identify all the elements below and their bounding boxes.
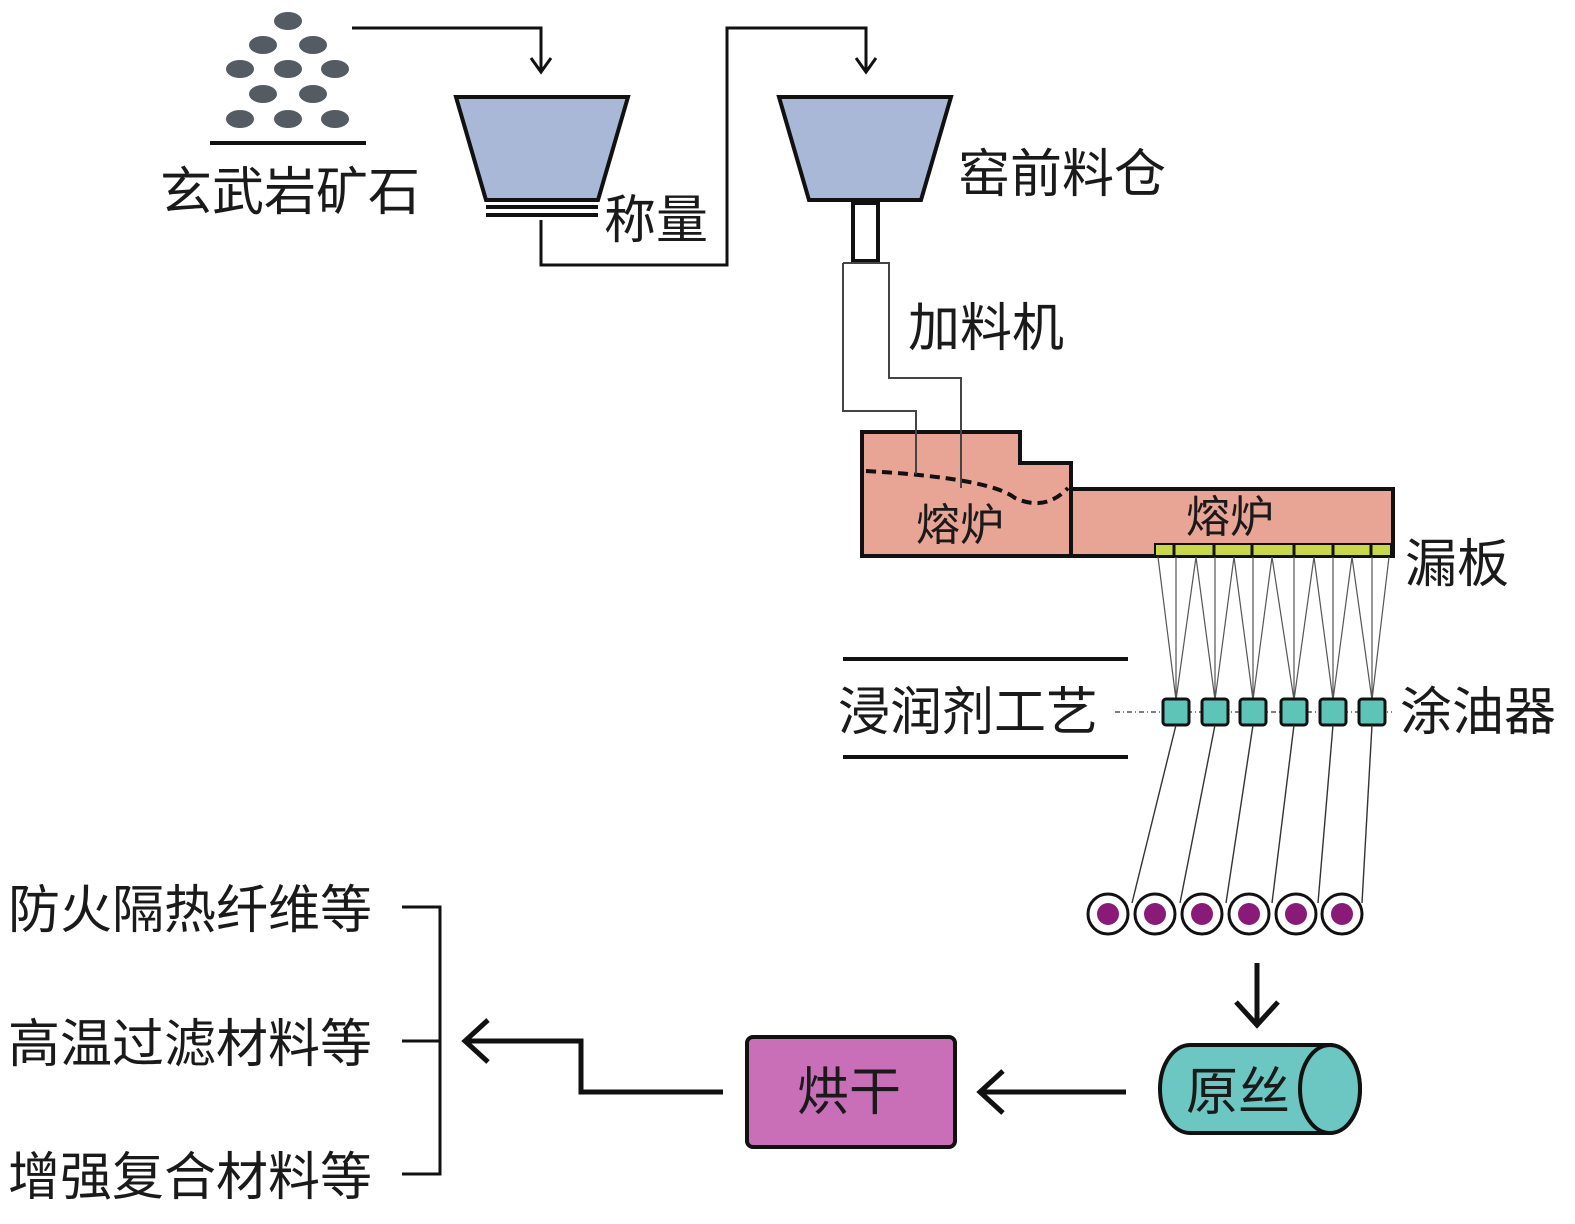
weigh-to-bin-arrow: [539, 26, 878, 267]
drying-box: [745, 1035, 957, 1149]
drying-to-products-arrow: [461, 1018, 723, 1095]
feeder-label: 加料机: [908, 299, 1064, 359]
bushing-plate: [1154, 543, 1392, 557]
melt-level-line: [865, 469, 1070, 506]
fiber-strands-lower: [1131, 724, 1373, 904]
furnace-1-icon: [860, 430, 1073, 558]
feeder-chute: [851, 201, 880, 263]
spool-icon: [1086, 892, 1130, 936]
spool-row: [1086, 892, 1364, 936]
spool-icon: [1227, 892, 1271, 936]
spools-to-fiber-arrow: [1234, 963, 1280, 1029]
furnace-2-label: 熔炉: [1186, 492, 1274, 543]
bushing-label: 漏板: [1405, 535, 1509, 595]
spool-icon: [1133, 892, 1177, 936]
applicator-label: 涂油器: [1400, 683, 1556, 743]
product-item-3: 增强复合材料等: [8, 1148, 372, 1208]
spool-icon: [1180, 892, 1224, 936]
applicator-row: [1161, 697, 1387, 727]
ore-pile-icon: [226, 12, 349, 128]
fiber-to-drying-arrow: [976, 1069, 1126, 1115]
bushing-holes: [1172, 544, 1373, 556]
spool-icon: [1274, 892, 1318, 936]
spool-icon: [1320, 892, 1364, 936]
furnace-1-label: 熔炉: [916, 500, 1004, 551]
weigh-label: 称量: [604, 191, 708, 251]
drying-label: 烘干: [797, 1063, 901, 1123]
sizing-process-label: 浸润剂工艺: [838, 683, 1098, 743]
weigh-hopper-icon: [453, 95, 631, 202]
fiber-strands-upper: [1157, 556, 1390, 701]
ore-label: 玄武岩矿石: [160, 163, 420, 223]
kiln-bin-hopper-icon: [776, 95, 954, 202]
product-item-1: 防火隔热纤维等: [8, 881, 372, 941]
ore-to-weigh-arrow: [352, 26, 553, 75]
kiln-bin-label: 窑前料仓: [958, 145, 1166, 205]
raw-fiber-cylinder-icon: [1158, 1043, 1362, 1135]
products-bracket: [402, 905, 442, 1176]
product-item-2: 高温过滤材料等: [8, 1015, 372, 1075]
raw-fiber-label: 原丝: [1186, 1063, 1290, 1123]
scale-plates: [486, 205, 598, 217]
